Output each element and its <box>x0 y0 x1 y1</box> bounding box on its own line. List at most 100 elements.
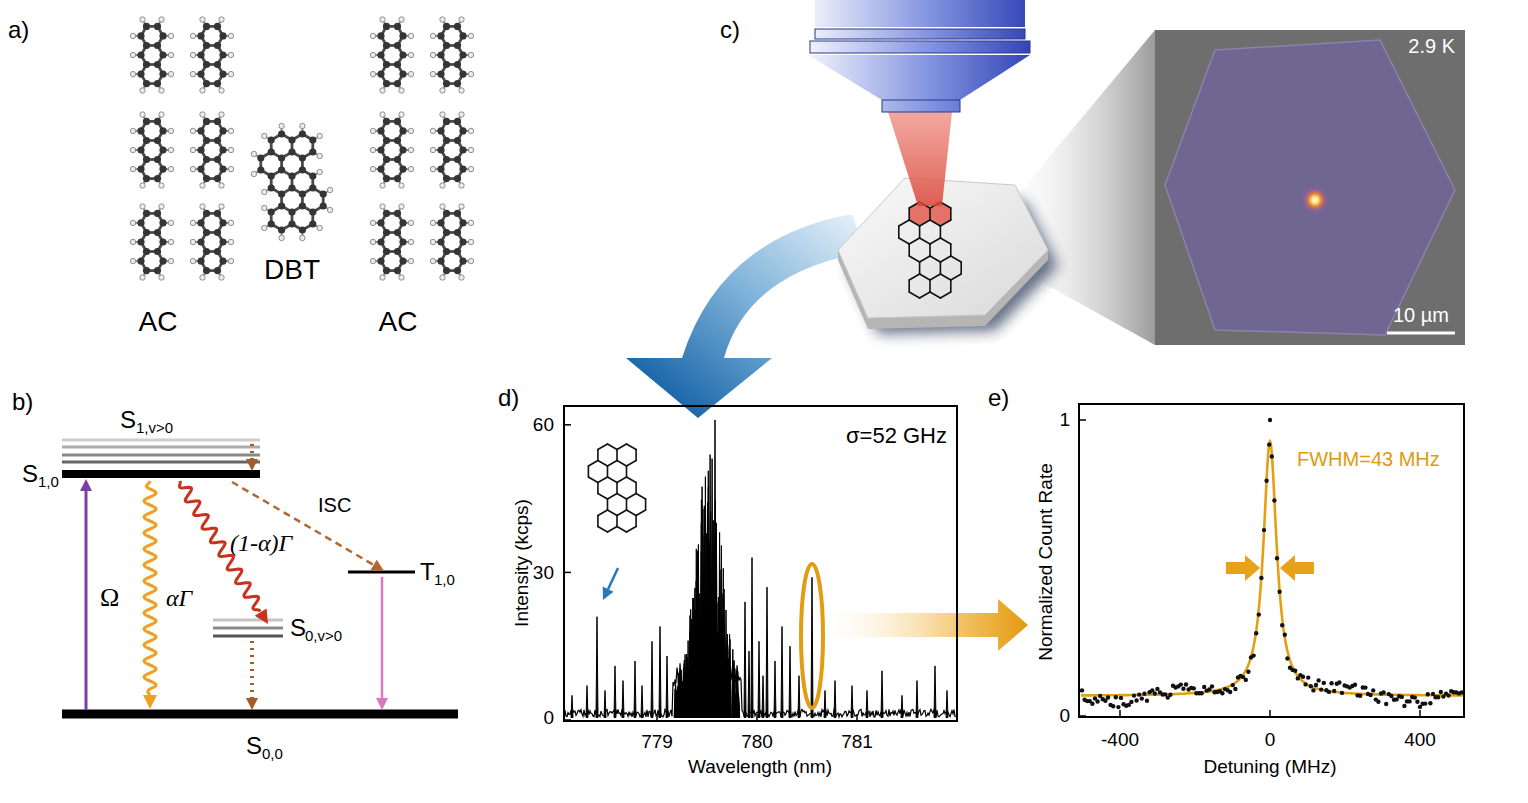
carbon-atom <box>383 229 390 236</box>
carbon-atom <box>299 226 306 233</box>
bond-line <box>635 450 637 461</box>
carbon-atom <box>288 172 295 179</box>
vibrational-level <box>213 627 283 630</box>
carbon-atom <box>309 148 316 155</box>
data-point <box>1111 704 1115 708</box>
figure-label-holder: S <box>246 733 262 759</box>
hydrogen-atom <box>468 33 473 38</box>
micrograph <box>1155 30 1465 345</box>
hydrogen-atom <box>219 275 224 280</box>
data-point <box>1446 693 1450 697</box>
bond-line <box>950 280 952 292</box>
carbon-atom <box>454 80 461 87</box>
hydrogen-atom <box>159 204 164 209</box>
data-point <box>1251 653 1255 657</box>
hydrogen-atom <box>430 166 435 171</box>
hydrogen-atom <box>370 166 375 171</box>
carbon-atom <box>268 148 275 155</box>
hydrogen-atom <box>130 220 135 225</box>
carbon-atom <box>143 23 150 30</box>
hydrogen-atom <box>168 220 173 225</box>
data-point <box>1179 682 1183 686</box>
data-point <box>1329 681 1333 685</box>
carbon-atom <box>197 32 204 39</box>
bond-line <box>616 483 618 494</box>
data-point <box>1293 669 1297 673</box>
carbon-atom <box>159 219 166 226</box>
bond-line <box>608 527 618 533</box>
bond-line <box>617 527 627 533</box>
zpl-emission <box>144 481 156 695</box>
carbon-atom <box>443 23 450 30</box>
bond-line <box>908 208 910 220</box>
data-point <box>1337 680 1341 684</box>
data-point <box>1277 590 1281 594</box>
bond-line <box>627 494 637 500</box>
hydrogen-atom <box>327 207 332 212</box>
hydrogen-atom <box>430 128 435 133</box>
bond-line <box>940 238 950 244</box>
vibrational-level <box>62 461 260 464</box>
carbon-atom <box>257 166 264 173</box>
scale-bar <box>1387 332 1455 335</box>
carbon-atom <box>154 61 161 68</box>
carbon-atom <box>443 80 450 87</box>
figure-label: 30 <box>533 563 554 584</box>
carbon-atom <box>443 248 450 255</box>
bond-line <box>930 274 940 280</box>
figure-label: S <box>290 615 306 641</box>
carbon-atom <box>394 137 401 144</box>
bond-line <box>608 494 618 500</box>
bond-line <box>617 510 627 516</box>
carbon-atom <box>299 190 306 197</box>
relaxation-arrow <box>250 444 254 459</box>
bond-line <box>597 450 599 461</box>
carbon-atom <box>154 267 161 274</box>
carbon-atom <box>394 175 401 182</box>
figure-label-holder: e) <box>988 385 1009 411</box>
carbon-atom <box>309 220 316 227</box>
carbon-atom <box>203 156 210 163</box>
carbon-atom <box>394 23 401 30</box>
carbon-atom <box>159 238 166 245</box>
hydrogen-atom <box>468 147 473 152</box>
hydrogen-atom <box>440 183 445 188</box>
data-point <box>1254 631 1258 635</box>
carbon-atom <box>219 219 226 226</box>
carbon-atom <box>320 202 327 209</box>
hydrogen-atom <box>380 17 385 22</box>
carbon-atom <box>137 146 144 153</box>
hydrogen-atom <box>317 153 322 158</box>
bond-line <box>951 256 961 262</box>
bond-line <box>940 274 950 280</box>
hydrogen-atom <box>370 128 375 133</box>
figure-label: 60 <box>533 415 554 436</box>
data-point <box>1285 656 1289 660</box>
carbon-atom <box>299 130 306 137</box>
hydrogen-atom <box>130 71 135 76</box>
carbon-atom <box>383 42 390 49</box>
bond-line <box>588 461 598 467</box>
data-point <box>1407 699 1411 703</box>
carbon-atom <box>383 248 390 255</box>
figure-label-holder: 0,v>0 <box>305 627 342 645</box>
hydrogen-atom <box>140 183 145 188</box>
carbon-atom <box>137 166 144 173</box>
carbon-atom <box>443 42 450 49</box>
bond-line <box>608 461 618 467</box>
vibrational-level <box>62 439 260 442</box>
tick <box>565 424 571 426</box>
tick <box>1119 710 1121 716</box>
carbon-atom <box>394 42 401 49</box>
figure-label: 1,0 <box>434 572 455 589</box>
hydrogen-atom <box>262 225 267 230</box>
node-text-holder: FWHM=43 MHz <box>1297 448 1440 470</box>
data-point <box>1262 528 1266 532</box>
hydrogen-atom <box>159 275 164 280</box>
hydrogen-atom <box>440 88 445 93</box>
figure-label-holder: Wavelength (nm) <box>688 757 832 778</box>
hydrogen-atom <box>468 71 473 76</box>
hydrogen-atom <box>130 239 135 244</box>
carbon-atom <box>437 238 444 245</box>
bond-line <box>909 238 919 244</box>
